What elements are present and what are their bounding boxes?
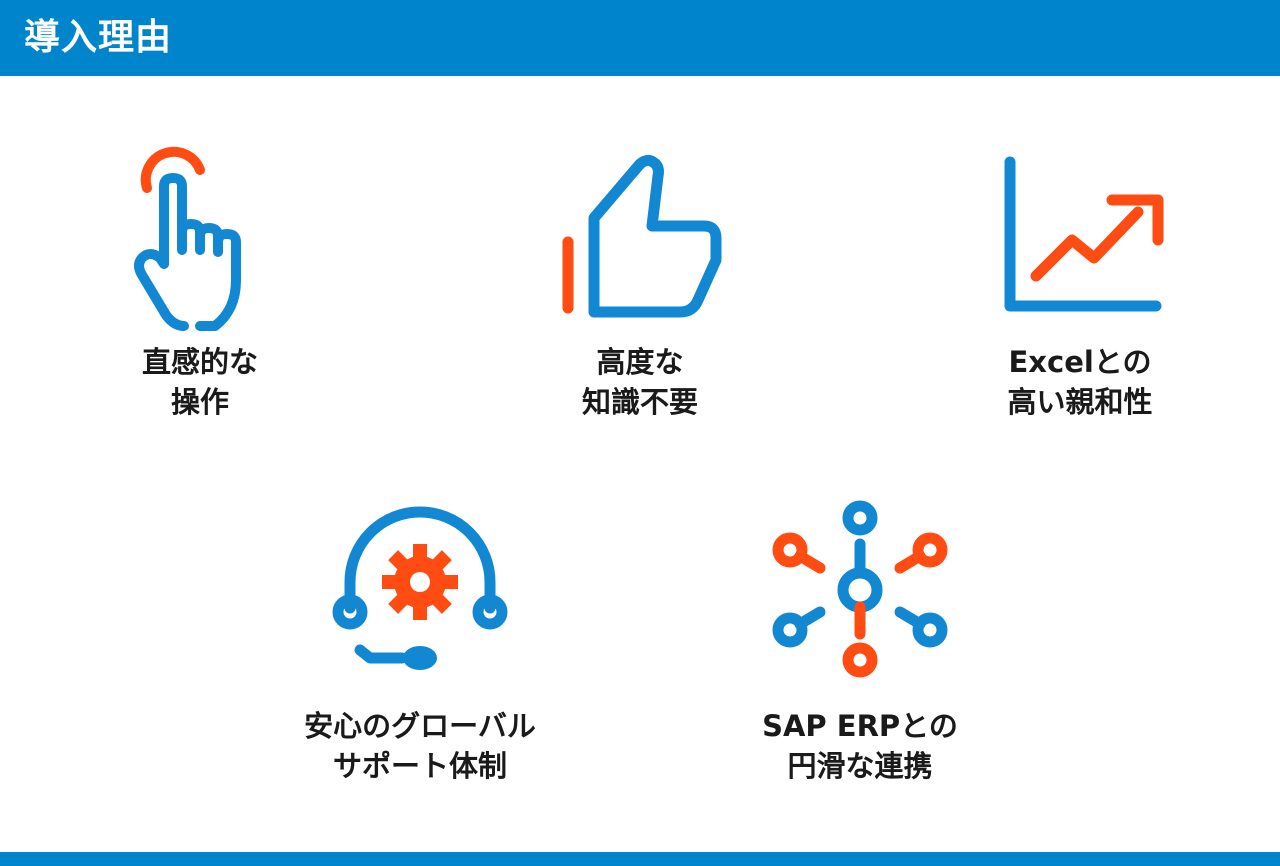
- footer-bar: [0, 852, 1280, 866]
- tap-finger-icon: [134, 146, 241, 331]
- thumbs-up-icon: [562, 154, 722, 318]
- reason-label: 直感的な 操作: [141, 345, 258, 419]
- reason-label: SAP ERPとの 円滑な連携: [762, 709, 958, 783]
- reason-label: 高度な 知識不要: [581, 345, 698, 419]
- page-title: 導入理由: [24, 17, 173, 58]
- network-hub-icon: [772, 500, 948, 678]
- headset-support-icon: [332, 506, 508, 670]
- reason-card-global-support: 安心のグローバル サポート体制: [270, 490, 570, 790]
- reason-card-sap-integration: SAP ERPとの 円滑な連携: [710, 490, 1010, 790]
- reason-card-excel-affinity: Excelとの 高い親和性: [930, 130, 1230, 430]
- reason-label: Excelとの 高い親和性: [1007, 345, 1153, 419]
- growth-chart-icon: [1004, 156, 1164, 312]
- reason-card-intuitive-operation: 直感的な 操作: [50, 130, 350, 430]
- reason-card-no-expertise: 高度な 知識不要: [490, 130, 790, 430]
- header-bar: 導入理由: [0, 0, 1280, 76]
- reason-label: 安心のグローバル サポート体制: [304, 709, 536, 783]
